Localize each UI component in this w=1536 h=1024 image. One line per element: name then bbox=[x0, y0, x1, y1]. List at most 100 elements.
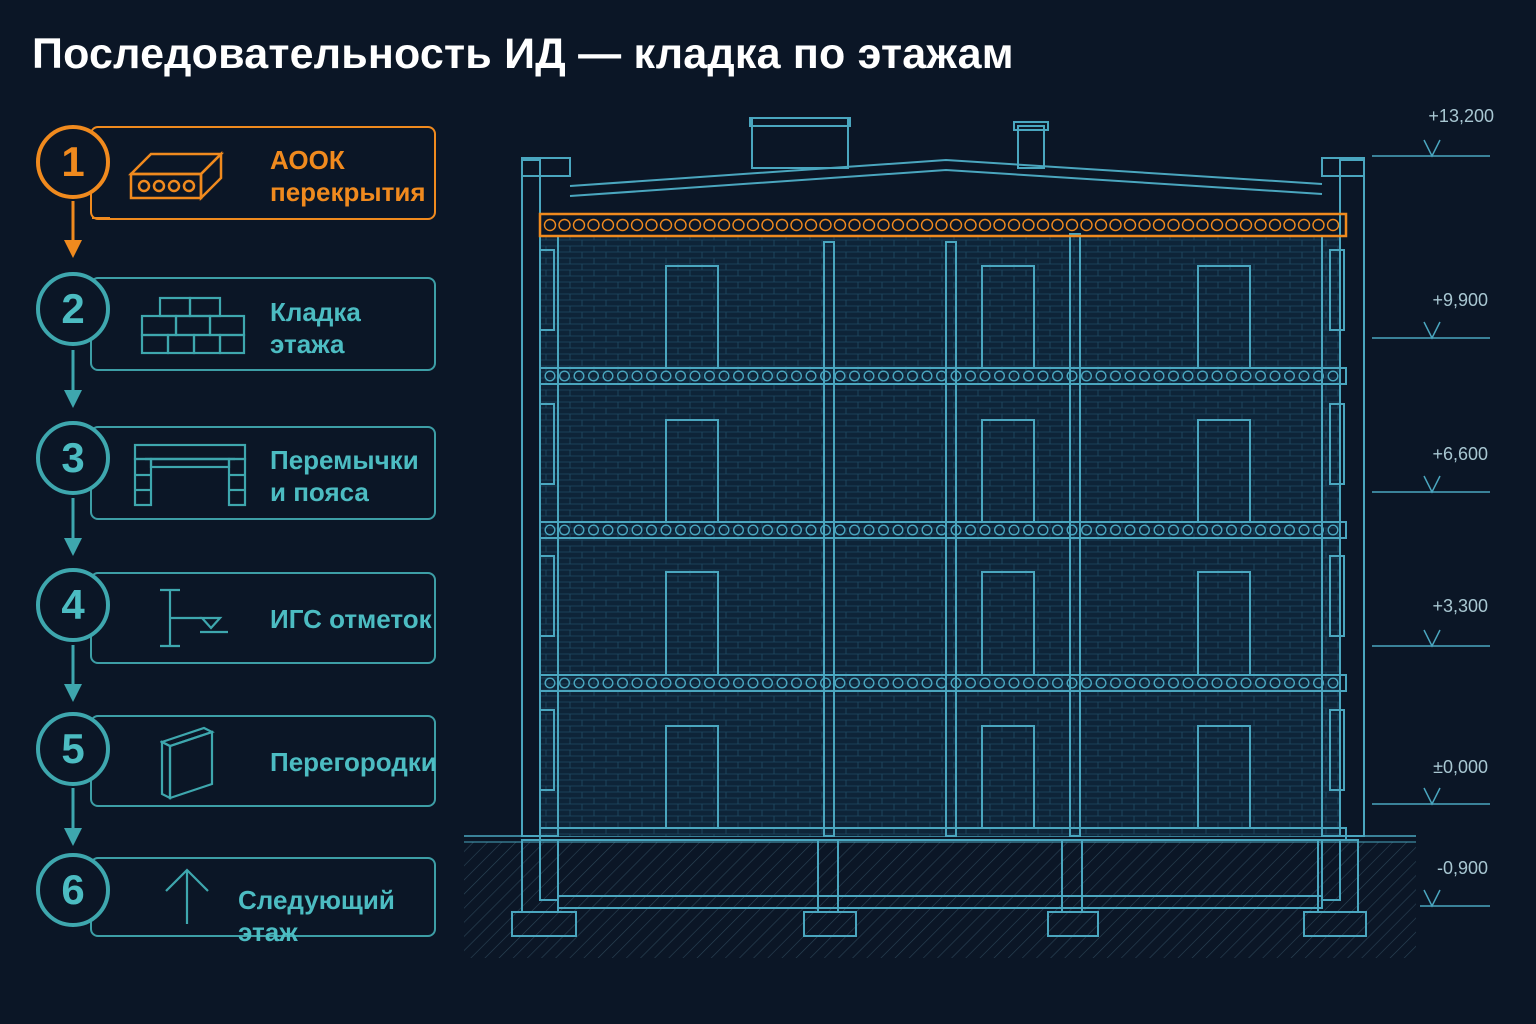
slab-core-2 bbox=[588, 524, 600, 536]
slab-core-2 bbox=[1023, 524, 1035, 536]
step-3-number: 3 bbox=[36, 421, 110, 495]
slab-core-0 bbox=[1210, 218, 1224, 232]
slab-core-2 bbox=[1182, 524, 1194, 536]
slab-core-1 bbox=[878, 370, 890, 382]
slab-core-1 bbox=[1124, 370, 1136, 382]
slab-core-1 bbox=[1283, 370, 1295, 382]
slab-core-3 bbox=[965, 677, 977, 689]
step-sequence: 1 АООК перекрытия 2 Кладка этажа 3 bbox=[0, 0, 460, 1024]
slab-core-1 bbox=[1167, 370, 1179, 382]
slab-core-2 bbox=[1196, 524, 1208, 536]
slab-core-3 bbox=[1211, 677, 1223, 689]
slab-core-3 bbox=[820, 677, 832, 689]
level-label-1: +13,200 bbox=[1428, 106, 1494, 126]
slab-core-2 bbox=[863, 524, 875, 536]
slab-core-3 bbox=[1051, 677, 1063, 689]
level-label-2: +9,900 bbox=[1432, 290, 1488, 310]
slab-core-0 bbox=[978, 218, 992, 232]
slab-core-3 bbox=[892, 677, 904, 689]
slab-core-1 bbox=[776, 370, 788, 382]
slab-core-0 bbox=[543, 218, 557, 232]
slab-core-1 bbox=[863, 370, 875, 382]
slab-core-2 bbox=[762, 524, 774, 536]
slab-core-2 bbox=[921, 524, 933, 536]
slab-core-1 bbox=[1109, 370, 1121, 382]
slab-core-3 bbox=[660, 677, 672, 689]
slab-core-2 bbox=[1138, 524, 1150, 536]
slab-core-2 bbox=[1225, 524, 1237, 536]
slab-core-3 bbox=[1327, 677, 1339, 689]
slab-core-1 bbox=[805, 370, 817, 382]
step-6-label: Следующий этаж bbox=[238, 885, 395, 947]
slab-core-2 bbox=[820, 524, 832, 536]
slab-core-3 bbox=[1298, 677, 1310, 689]
slab-core-0 bbox=[1152, 218, 1166, 232]
slab-core-3 bbox=[602, 677, 614, 689]
slab-core-2 bbox=[1240, 524, 1252, 536]
slab-core-2 bbox=[1269, 524, 1281, 536]
slab-core-0 bbox=[1312, 218, 1325, 232]
slab-core-0 bbox=[993, 218, 1006, 232]
slab-core-2 bbox=[704, 524, 716, 536]
page-title: Последовательность ИД — кладка по этажам bbox=[32, 30, 1014, 78]
slab-core-1 bbox=[689, 370, 701, 382]
slab-core-0 bbox=[732, 218, 745, 232]
slab-core-1 bbox=[617, 370, 629, 382]
slab-core-1 bbox=[820, 370, 832, 382]
step-2-label: Кладка этажа bbox=[270, 297, 361, 359]
slab-core-3 bbox=[544, 677, 556, 689]
slab-core-2 bbox=[631, 524, 643, 536]
step-5-label: Перегородки bbox=[270, 747, 437, 777]
slab-core-0 bbox=[891, 218, 905, 232]
slab-core-2 bbox=[878, 524, 890, 536]
slab-core-3 bbox=[776, 677, 788, 689]
slab-core-0 bbox=[1254, 218, 1267, 232]
step-3-label: Перемычки и пояса bbox=[270, 445, 419, 507]
slab-core-2 bbox=[936, 524, 948, 536]
slab-core-0 bbox=[906, 218, 919, 232]
slab-core-2 bbox=[602, 524, 614, 536]
step-4-number: 4 bbox=[36, 568, 110, 642]
slab-core-3 bbox=[1283, 677, 1295, 689]
slab-core-0 bbox=[964, 218, 977, 232]
slab-core-1 bbox=[936, 370, 948, 382]
slab-core-1 bbox=[1196, 370, 1208, 382]
slab-core-2 bbox=[1298, 524, 1310, 536]
slab-core-2 bbox=[1167, 524, 1179, 536]
slab-core-1 bbox=[1182, 370, 1194, 382]
slab-core-1 bbox=[1312, 370, 1324, 382]
slab-core-1 bbox=[704, 370, 716, 382]
slab-core-0 bbox=[630, 218, 644, 232]
slab-core-0 bbox=[674, 218, 687, 232]
slab-core-0 bbox=[1181, 218, 1195, 232]
slab-core-2 bbox=[733, 524, 745, 536]
slab-core-0 bbox=[819, 218, 832, 232]
slab-core-2 bbox=[660, 524, 672, 536]
level-label-6: -0,900 bbox=[1436, 858, 1488, 878]
slab-core-3 bbox=[1196, 677, 1208, 689]
slab-core-1 bbox=[1138, 370, 1150, 382]
slab-core-2 bbox=[1066, 524, 1078, 536]
slab-core-0 bbox=[920, 218, 934, 232]
step-4-label: ИГС отметок bbox=[270, 604, 432, 634]
slab-core-1 bbox=[646, 370, 658, 382]
slab-core-3 bbox=[921, 677, 933, 689]
slab-core-3 bbox=[805, 677, 817, 689]
slab-core-0 bbox=[1123, 218, 1137, 232]
slab-core-2 bbox=[646, 524, 658, 536]
slab-core-2 bbox=[675, 524, 687, 536]
level-label-3: +6,600 bbox=[1432, 444, 1488, 464]
slab-core-0 bbox=[1196, 218, 1209, 232]
slab-core-2 bbox=[1312, 524, 1324, 536]
slab-core-3 bbox=[950, 677, 962, 689]
slab-core-3 bbox=[1269, 677, 1281, 689]
slab-core-3 bbox=[878, 677, 890, 689]
level-label-5: ±0,000 bbox=[1433, 757, 1488, 777]
slab-core-3 bbox=[747, 677, 759, 689]
slab-core-3 bbox=[1312, 677, 1324, 689]
slab-core-1 bbox=[950, 370, 962, 382]
slab-core-1 bbox=[675, 370, 687, 382]
slab-core-1 bbox=[718, 370, 730, 382]
slab-core-3 bbox=[863, 677, 875, 689]
